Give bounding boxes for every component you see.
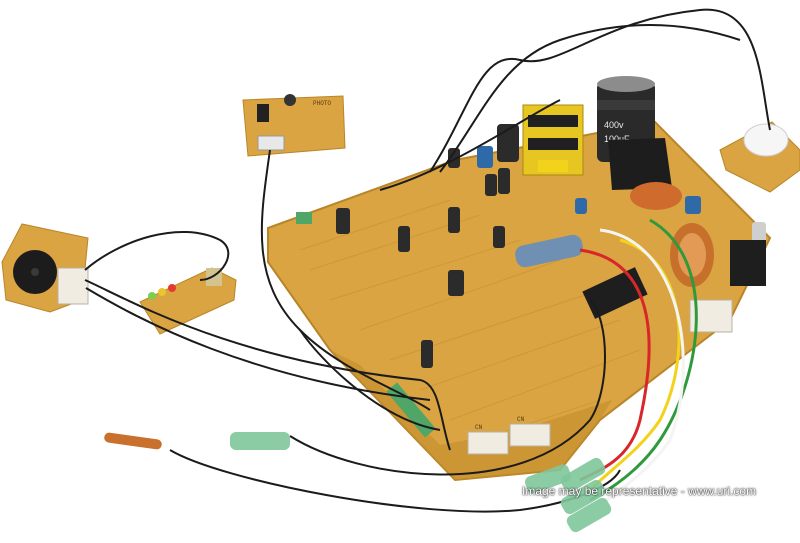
motion-sensor-dome-icon — [743, 123, 789, 157]
coil-icon — [670, 223, 714, 287]
buzzer-board — [1, 223, 89, 313]
temperature-probe-icon — [104, 432, 162, 450]
disc-capacitor-icon — [630, 182, 682, 210]
sensor-board-label: PHOTO — [313, 100, 331, 107]
connector-label-2: CN — [517, 416, 525, 423]
small-capacitors — [336, 124, 766, 368]
transformer-icon — [522, 104, 584, 176]
heatsink-icon — [608, 138, 672, 190]
led-green-icon — [148, 292, 156, 300]
capacitor-value-label: 100uF — [604, 134, 630, 144]
connector-label-1: CN — [475, 424, 483, 431]
motion-sensor-board — [719, 121, 800, 193]
fuse-icon — [515, 234, 583, 268]
power-wires — [579, 218, 698, 507]
led-red-icon — [168, 284, 176, 292]
capacitor-voltage-label: 400v — [604, 120, 624, 130]
spade-terminals — [230, 432, 612, 533]
led-yellow-icon — [158, 288, 166, 296]
watermark-text: Image may be representative - www.uri.co… — [522, 484, 757, 498]
receiver-board: PHOTO — [242, 94, 346, 157]
